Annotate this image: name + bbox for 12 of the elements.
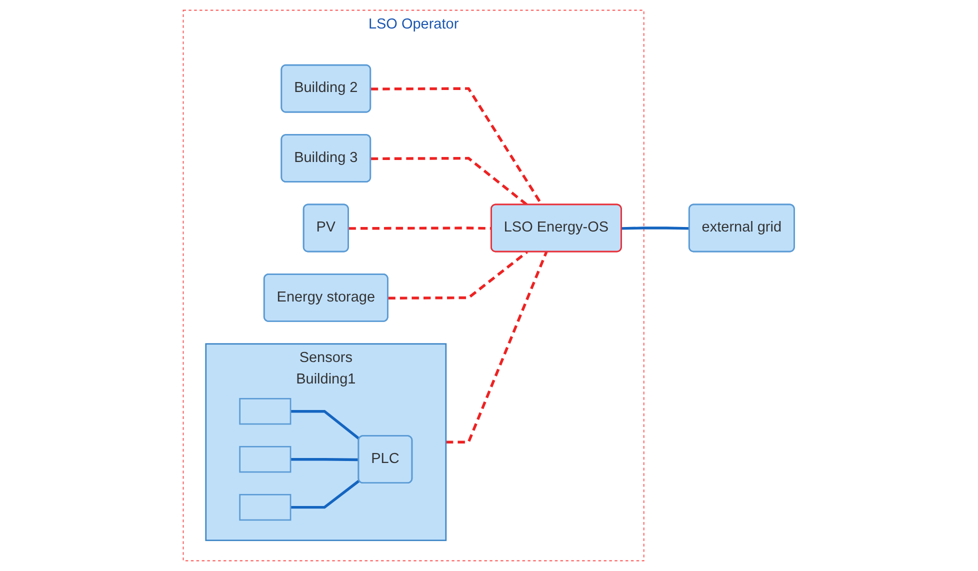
connector: [290, 480, 360, 509]
connector: [622, 226, 690, 230]
connector: [290, 410, 360, 440]
connector: [371, 156, 528, 206]
node-box: [239, 446, 292, 473]
connector: [446, 251, 548, 444]
connector: [290, 458, 360, 462]
node-box: [239, 494, 292, 521]
connector: [371, 87, 544, 206]
connector: [348, 226, 492, 230]
node-box: [239, 398, 292, 425]
connector: [388, 250, 528, 300]
